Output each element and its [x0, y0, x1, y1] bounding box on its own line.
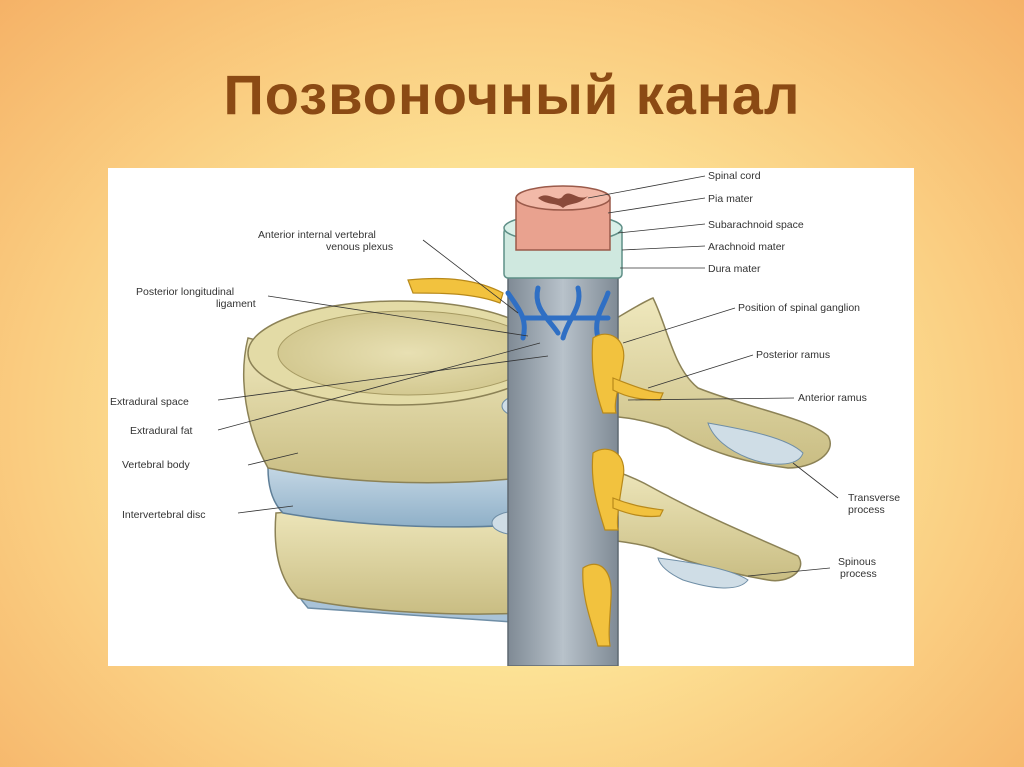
label-spinous-process-2: process — [840, 568, 877, 580]
label-posterior-longitudinal-2: ligament — [216, 298, 256, 310]
leader-lines — [217, 175, 839, 577]
label-transverse-process-2: process — [848, 504, 885, 516]
label-pia-mater: Pia mater — [708, 193, 753, 205]
label-transverse-process-1: Transverse — [848, 492, 900, 504]
label-arachnoid-mater: Arachnoid mater — [708, 241, 786, 253]
label-posterior-ramus: Posterior ramus — [756, 349, 830, 361]
spinal-nerves — [407, 277, 664, 647]
label-intervertebral-disc: Intervertebral disc — [122, 509, 205, 521]
label-spinous-process-1: Spinous — [838, 556, 876, 568]
label-extradural-fat: Extradural fat — [130, 425, 193, 437]
label-position-spinal-ganglion: Position of spinal ganglion — [738, 302, 860, 314]
label-anterior-ramus: Anterior ramus — [798, 392, 867, 404]
upper-vertebra — [243, 300, 554, 484]
label-dura-mater: Dura mater — [708, 263, 761, 275]
spinal-canal-figure: Spinal cord Pia mater Subarachnoid space… — [108, 168, 914, 666]
slide-title: Позвоночный канал — [223, 63, 801, 126]
label-anterior-venous-1: Anterior internal vertebral — [258, 229, 376, 241]
label-spinal-cord: Spinal cord — [708, 170, 761, 182]
label-subarachnoid-space: Subarachnoid space — [708, 219, 804, 231]
venous-plexus — [505, 285, 611, 341]
label-extradural-space: Extradural space — [110, 396, 189, 408]
anatomy-illustration: Spinal cord Pia mater Subarachnoid space… — [110, 170, 900, 666]
label-posterior-longitudinal-1: Posterior longitudinal — [136, 286, 234, 298]
label-anterior-venous-2: venous plexus — [326, 241, 393, 253]
label-vertebral-body: Vertebral body — [122, 459, 190, 471]
